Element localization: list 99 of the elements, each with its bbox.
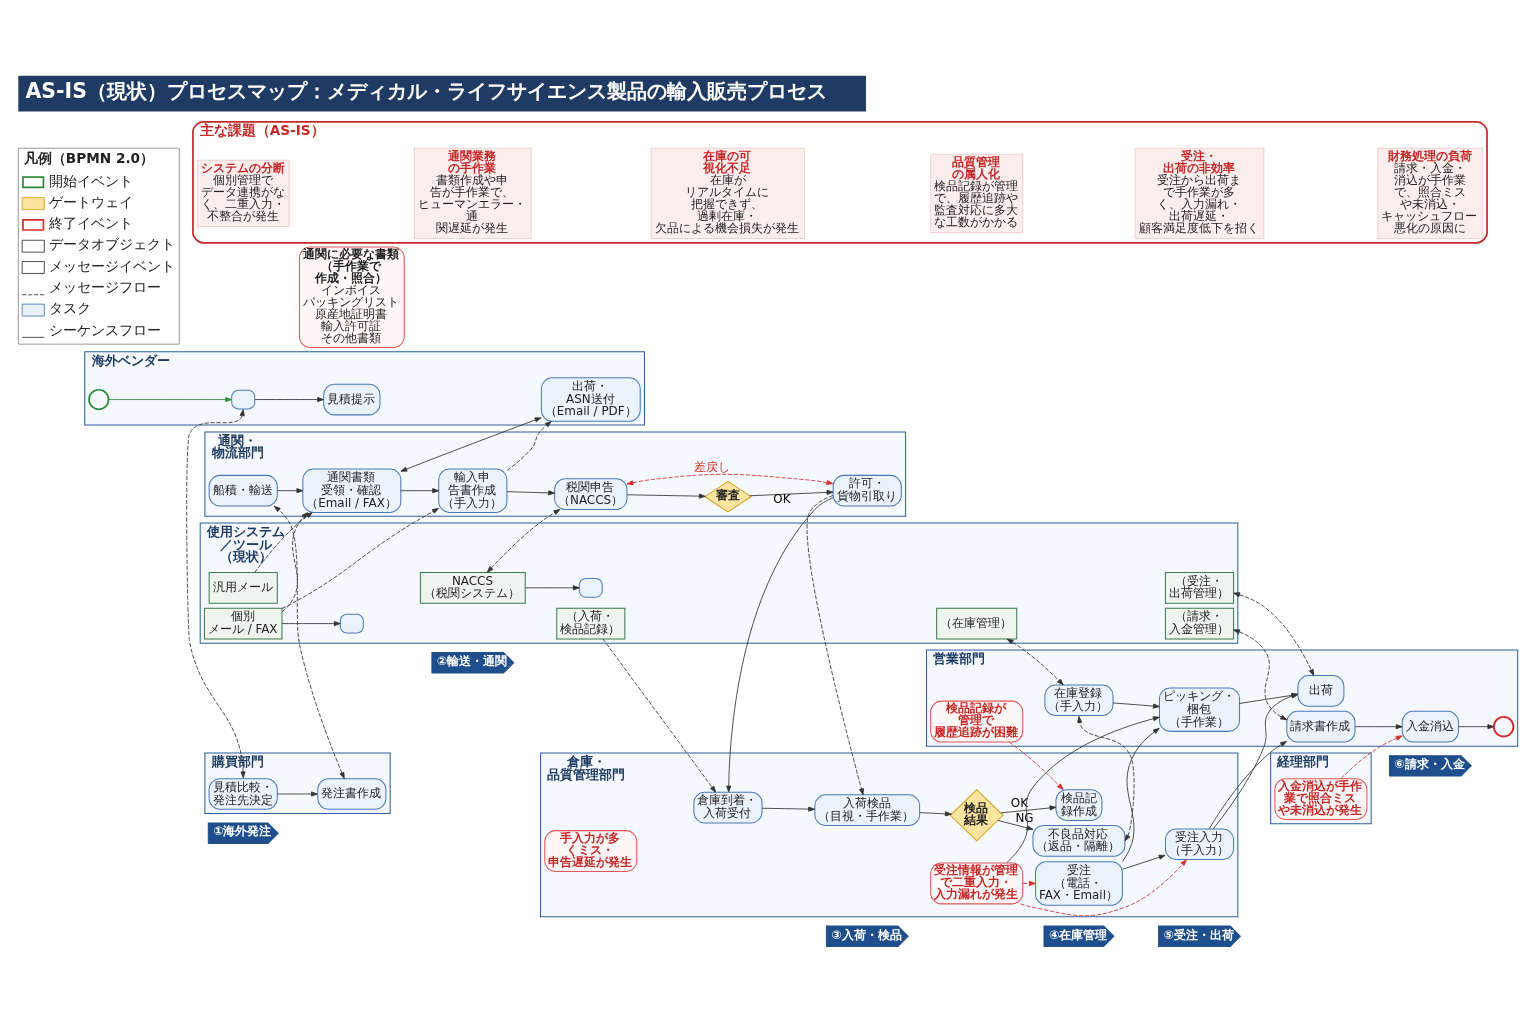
arrow [602,638,717,793]
arrow [1022,880,1036,886]
node-circle [88,388,110,411]
arrow [919,811,952,817]
legend-label: メッセージイベント [48,257,175,274]
edge-label: OK [1010,795,1029,810]
legend-label: データオブジェクト [48,236,175,253]
arrow [276,791,318,797]
node-box: システムの分断 個別管理でデータ連携がなく、二重入力・不整合が発生 [196,159,290,228]
arrow [1208,740,1288,830]
node-box: 受注・出荷の非効率 受注から出荷まで手作業が多く、入力漏れ・出荷遅延・顧客満足度低下を招く [1134,147,1265,240]
node-circle [1492,715,1515,738]
node-box: 受注入力（手入力） [1164,828,1235,861]
arrow [506,490,555,496]
node-box: （在庫管理） [936,607,1018,640]
node-box: 発注書作成 [317,778,387,810]
arrow [273,505,345,779]
node-box: 出荷 [1297,675,1345,707]
arrow [806,495,864,796]
legend-label: 終了イベント [48,215,133,232]
edge-label: OK [773,492,791,507]
node-box: NACCS（税関システム） [419,572,526,604]
legend-label: ゲートウェイ [48,193,133,210]
node-box: 受注（電話・FAX・Email） [1035,861,1123,906]
node-box: 許可・貨物引取り [832,474,902,507]
node-box: 検品記録作成 [1055,789,1103,821]
arrow [1340,735,1403,779]
node-box: 手入力が多くミス・申告遅延が発生 [544,830,638,872]
node-diamond: 審査 [704,480,752,513]
node-box: 見積提示 [323,383,381,416]
arrow [1000,805,1057,814]
edge-label: NG [1015,810,1034,825]
node-box: 輸入申告書作成（手入力） [438,468,508,513]
legend-label: タスク [48,300,91,317]
arrow [108,397,232,403]
arrow [726,497,834,793]
arrow [254,397,324,403]
node-box: 税関申告（NACCS） [554,478,628,510]
arrow [276,488,304,494]
arrow [400,417,542,472]
arrow [626,493,706,499]
arrow [626,473,834,486]
arrow [1006,638,1064,686]
arrow [1354,724,1403,730]
node-box: 個別メール / FAX [203,607,283,640]
arrow [1112,702,1160,709]
node-box: 通関業務の手作業 書類作成や申告が手作業で、ヒューマンエラー・通関遅延が発生 [413,147,532,240]
arrow [400,488,440,494]
arrow [524,585,580,591]
node-box: 不良品対応（返品・隔離） [1032,825,1126,857]
arrow [1006,716,1160,864]
arrow [997,820,1034,831]
arrow [486,509,561,573]
arrow [1458,724,1495,730]
arrow [281,508,439,609]
node-box: （受注・出荷管理） [1164,572,1235,604]
node-box: （請求・入金管理） [1164,607,1235,640]
node-box: 入金消込が手作業で照合ミスや未消込が発生 [1274,778,1368,821]
node-box: 在庫の可視化不足 在庫がリアルタイムに把握できず、過剰在庫・欠品による機会損失が発生 [650,147,806,240]
arrow [281,621,341,627]
node-box: 受注情報が管理で二重入力・入力漏れが発生 [930,862,1024,905]
node-box: 在庫登録（手入力） [1044,684,1114,717]
node-box: 入荷検品（目視・手作業） [814,794,921,826]
edge-label: 差戻し [693,460,730,475]
arrow [1122,854,1166,870]
arrow [1233,629,1288,721]
node-diamond: 検品結果 [949,789,1004,842]
arrow [1121,727,1160,862]
node-box: ピッキング・梱包（手作業） [1158,687,1241,732]
arrow [749,489,834,497]
node-box: 汎用メール [208,572,278,604]
node-box [339,613,364,634]
node-box: 倉庫到着・入荷受付 [693,791,763,824]
arrow [506,421,552,471]
node-box: 入金消込 [1401,710,1459,743]
node-box: 見積比較・発注先決定 [208,778,278,810]
node-box: 品質管理の属人化 検品記録が管理で、履歴追跡や監査対応に多大な工数がかかる [930,153,1024,234]
arrow [1233,592,1315,676]
node-box: （入荷・検品記録） [556,607,626,640]
legend-label: メッセージフロー [48,279,161,296]
arrow [761,806,816,812]
node-cylinder [578,577,603,598]
node-box: 通関に必要な書類（手作業で作成・照合） インボイス パッキングリスト 原産地証明書 輸入許可証 その他書類 [298,246,405,349]
node-box: 通関書類受領・確認（Email / FAX） [302,468,402,513]
arrow [1077,716,1135,842]
node-box: 請求書作成 [1286,710,1356,743]
node-box: 出荷・ASN送付（Email / PDF） [540,377,641,422]
arrow [281,512,309,612]
node-box: 検品記録が管理で履歴追跡が困難 [930,700,1024,743]
arrow [186,409,246,779]
diagram-title: AS-IS（現状）プロセスマップ：メディカル・ライフサイエンス製品の輸入販売プロセス [25,79,827,104]
node-envelope [231,389,256,410]
label: 凡例（BPMN 2.0） [23,150,155,167]
arrow [254,512,313,573]
node-box: 財務処理の負荷 請求・入金・消込が手作業で、照合ミスや未消込・キャッシュフロー悪化の原因に [1377,147,1484,240]
legend-label: シーケンスフロー [48,321,161,338]
node-box: 船積・輸送 [208,474,278,507]
legend-label: 開始イベント [48,172,133,189]
arrow [1008,741,1064,790]
